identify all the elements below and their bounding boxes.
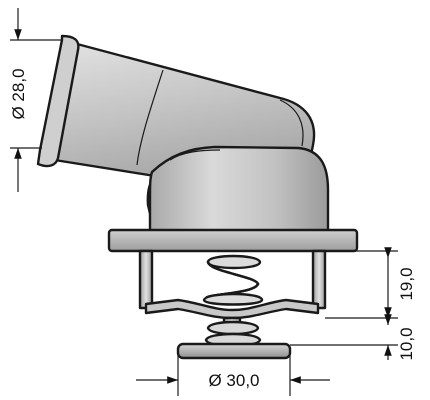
valve-cage xyxy=(138,249,327,320)
housing-neck xyxy=(148,145,330,234)
height-lower-label: 10,0 xyxy=(397,327,416,360)
mounting-flange xyxy=(107,228,359,253)
valve-diameter-label: Ø 30,0 xyxy=(208,371,259,390)
dim-inlet-diameter: Ø 28,0 xyxy=(9,8,62,192)
inlet-diameter-label: Ø 28,0 xyxy=(9,68,28,119)
dim-valve-diameter: Ø 30,0 xyxy=(136,356,330,396)
lower-spring xyxy=(204,320,262,348)
height-upper-label: 19,0 xyxy=(397,267,416,300)
valve-disc xyxy=(176,342,292,360)
dim-heights: 19,0 10,0 xyxy=(290,247,416,361)
